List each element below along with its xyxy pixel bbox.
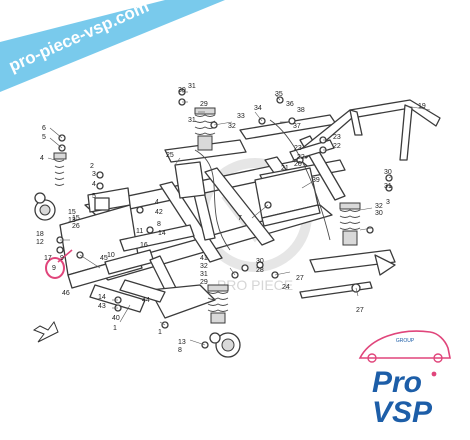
logo-vsp-text: VSP xyxy=(372,396,433,429)
callout-number: 10 xyxy=(107,252,115,259)
callout-number: 18 xyxy=(36,231,44,238)
front-left-shock xyxy=(53,152,67,186)
callout-number: 26 xyxy=(72,223,80,230)
bolts xyxy=(56,88,393,349)
callout-number: 30 xyxy=(384,169,392,176)
callout-number: 8 xyxy=(157,221,161,228)
rear-shock-right xyxy=(339,202,361,246)
callout-number: 16 xyxy=(0,0,8,2)
callout-number: 5 xyxy=(92,193,96,200)
callout-number: 7 xyxy=(238,215,242,222)
callout-number: 25 xyxy=(166,152,174,159)
callout-number-part-1: 1 xyxy=(113,325,117,332)
callout-number: 5 xyxy=(42,134,46,141)
rear-shock-left xyxy=(194,107,216,151)
callout-number: 23 xyxy=(333,134,341,141)
callout-number: 22 xyxy=(297,154,305,161)
callout-number: 15 xyxy=(68,209,76,216)
logo-accent-dot xyxy=(431,371,437,377)
center-watermark-text: PRO PIECE xyxy=(217,277,293,293)
callout-number: 27 xyxy=(296,275,304,282)
roll-bar xyxy=(289,99,441,161)
hub-left xyxy=(34,192,56,221)
cable-right xyxy=(269,119,331,241)
callout-number: 9 xyxy=(60,255,64,262)
callout-number: 3 xyxy=(386,199,390,206)
callout-number: 29 xyxy=(200,101,208,108)
callout-number: 32 xyxy=(200,263,208,270)
direction-arrow-icon xyxy=(32,320,59,343)
chassis-frame xyxy=(59,114,346,319)
callout-number: 2 xyxy=(90,163,94,170)
rear-right-arm xyxy=(299,249,396,299)
callout-number: 39 xyxy=(312,177,320,184)
hub-right xyxy=(209,332,241,358)
callout-number: 31 xyxy=(200,271,208,278)
callout-number: 13 xyxy=(178,339,186,346)
callout-number: 4 xyxy=(92,181,96,188)
callout-number: 44 xyxy=(142,297,150,304)
callout-number: 34 xyxy=(254,105,262,112)
highlight-leader xyxy=(57,249,73,263)
car-outline-icon xyxy=(358,330,451,359)
callout-number: 8 xyxy=(178,347,182,354)
callout-number: 28 xyxy=(256,267,264,274)
callout-number: 23 xyxy=(294,145,302,152)
watermark-band: pro-piece-vsp.com xyxy=(0,0,225,92)
callout-number: 19 xyxy=(418,103,426,110)
callout-number: 29 xyxy=(200,279,208,286)
callout-number: 31 xyxy=(188,117,196,124)
callout-number: 35 xyxy=(275,91,283,98)
callout-number: 22 xyxy=(333,143,341,150)
callout-number: 15 xyxy=(72,215,80,222)
callout-number: 46 xyxy=(62,290,70,297)
callout-number: 3 xyxy=(92,171,96,178)
callout-number: 6 xyxy=(42,125,46,132)
highlight-ring xyxy=(45,257,65,279)
callout-number: 42 xyxy=(155,209,163,216)
callout-number: 11 xyxy=(136,228,143,235)
logo-small-text: GROUP xyxy=(396,338,415,344)
callout-number: 32 xyxy=(228,123,236,130)
callout-number: 30 xyxy=(256,258,264,265)
callout-number: 33 xyxy=(237,113,245,120)
callout-number: 20 xyxy=(294,161,302,168)
logo-pro-text: Pro xyxy=(372,366,422,399)
callout-number: 27 xyxy=(356,307,364,314)
callout-number: 4 xyxy=(40,155,44,162)
callout-number: 31 xyxy=(384,183,392,190)
callout-number: 21 xyxy=(281,165,289,172)
callout-number: 30 xyxy=(375,210,383,217)
callout-number: 14 xyxy=(98,294,106,301)
callout-number: 32 xyxy=(375,203,383,210)
front-shock xyxy=(207,284,229,324)
callout-number: 4 xyxy=(155,199,159,206)
callout-number: 40 xyxy=(112,315,120,322)
cable-left xyxy=(194,149,231,251)
callout-number: 13 xyxy=(68,217,76,224)
callout-number: 36 xyxy=(286,101,294,108)
callout-number: 41 xyxy=(200,255,208,262)
callout-number: 12 xyxy=(36,239,44,246)
callout-number: 30 xyxy=(178,87,186,94)
callout-number: 38 xyxy=(297,107,305,114)
callout-number: 17 xyxy=(44,255,52,262)
leader-lines xyxy=(47,91,431,346)
callout-number: 16 xyxy=(140,242,148,249)
callout-number: 14 xyxy=(158,230,166,237)
callout-number: 37 xyxy=(293,123,301,130)
callout-number: 31 xyxy=(188,83,196,90)
callout-number: 1 xyxy=(158,329,162,336)
callout-number: 43 xyxy=(98,303,106,310)
callout-number-highlighted: 9 xyxy=(52,265,56,272)
provsp-logo: GROUP Pro VSP xyxy=(358,330,451,429)
callout-number: 24 xyxy=(282,284,290,291)
callout-number: 45 xyxy=(100,255,108,262)
